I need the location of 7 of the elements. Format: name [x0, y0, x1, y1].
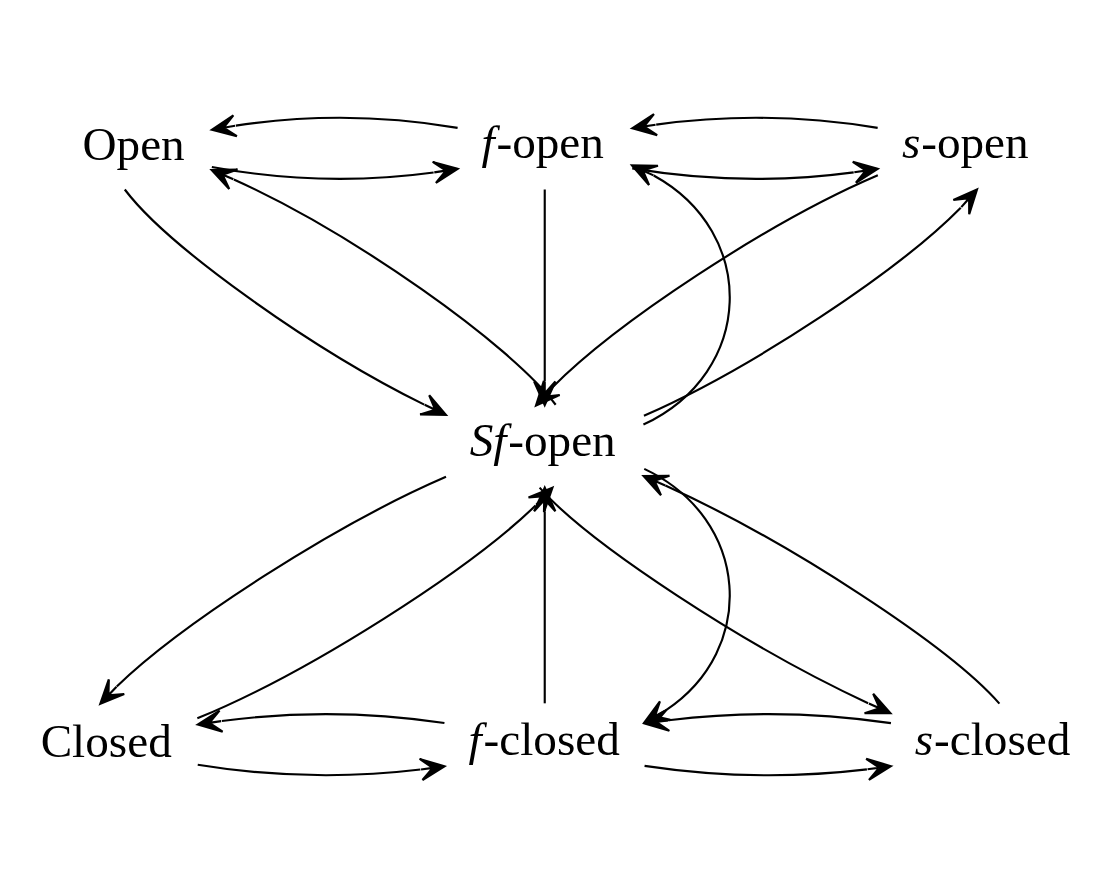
node-text: s-closed: [914, 712, 1071, 765]
node-text: f-closed: [468, 712, 620, 765]
node-text: s-open: [901, 115, 1029, 168]
node-text: Sf-open: [469, 413, 616, 466]
node-text: f-open: [481, 115, 604, 168]
node-text: Open: [82, 117, 185, 170]
node-text: Closed: [40, 714, 172, 767]
